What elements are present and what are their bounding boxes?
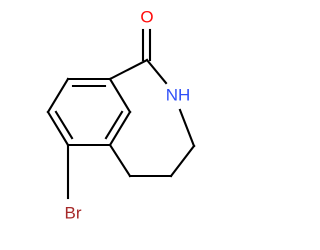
oxygen-atom-label: O <box>140 7 153 26</box>
bond-lines <box>46 28 196 200</box>
bond-ring-c3-c4-inner <box>54 110 74 140</box>
bond-c1-carbonyl <box>108 58 149 81</box>
bromine-atom-label: Br <box>65 203 82 222</box>
bond-benzylic-ring <box>108 143 132 178</box>
bond-n-ch2 <box>178 108 196 148</box>
bond-ring-c5-c6 <box>108 110 132 147</box>
nitrogen-atom-label: NH <box>166 85 191 104</box>
bond-carbonyl-n <box>145 58 168 85</box>
bond-ring-c2-c3 <box>46 77 70 114</box>
bond-ch2-ch2 <box>169 144 196 178</box>
diagram-background <box>0 0 250 250</box>
bond-ring-c3-c4 <box>46 110 70 147</box>
molecule-structure-diagram: O NH Br <box>0 0 250 250</box>
bond-ring-c6-c1 <box>108 77 132 114</box>
bond-ring-c5-c6-inner <box>104 110 124 140</box>
